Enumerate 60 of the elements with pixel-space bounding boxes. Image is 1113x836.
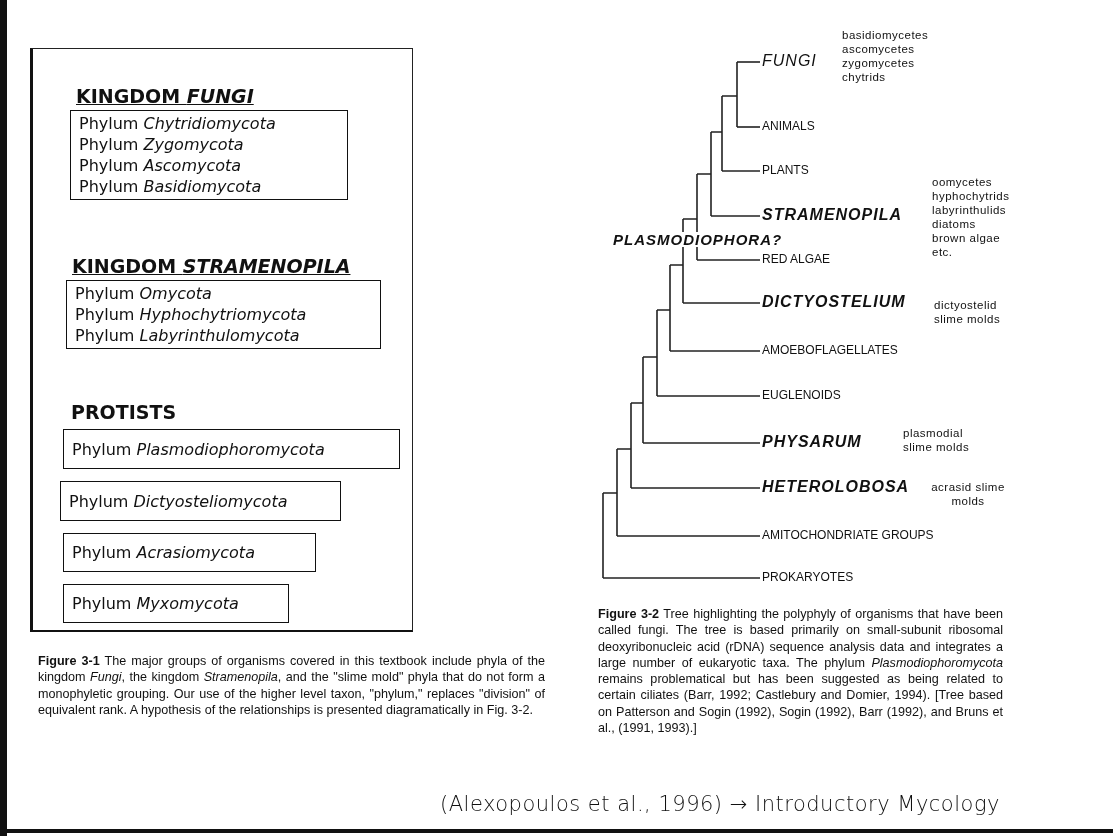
taxon-note: oomycetes xyxy=(932,175,994,189)
phylum-name: Phylum Chytridiomycota xyxy=(79,113,277,134)
taxon-note: diatoms xyxy=(932,217,977,231)
tree-branch xyxy=(616,535,761,537)
taxon-note: basidiomycetes xyxy=(842,28,930,42)
figure-frame xyxy=(30,48,413,632)
phylum-name: Phylum Labyrinthulomycota xyxy=(75,325,301,346)
phylum-name: Phylum Hyphochytriomycota xyxy=(75,304,308,325)
group-heading: PROTISTS xyxy=(71,401,177,423)
tree-branch xyxy=(602,577,761,579)
taxon-label: STRAMENOPILA xyxy=(762,207,902,224)
taxon-label: AMOEBOFLAGELLATES xyxy=(762,344,898,357)
taxon-label: FUNGI xyxy=(762,53,817,70)
taxon-note: brown algae xyxy=(932,231,1002,245)
tree-branch xyxy=(630,487,761,489)
tree-branch xyxy=(721,170,761,172)
taxon-note: acrasid slime molds xyxy=(930,480,1006,508)
phylum-name: Phylum Dictyosteliomycota xyxy=(69,490,288,512)
phylum-box xyxy=(63,533,316,572)
taxon-label: EUGLENOIDS xyxy=(762,389,841,402)
taxon-note: etc. xyxy=(932,245,954,259)
kingdom-heading: KINGDOM FUNGI xyxy=(76,85,255,107)
taxon-label: RED ALGAE xyxy=(762,253,831,266)
tree-branch xyxy=(710,215,761,217)
taxon-note: labyrinthulids xyxy=(932,203,1008,217)
taxon-label: PHYSARUM xyxy=(762,434,862,451)
taxon-note: ascomycetes xyxy=(842,42,916,56)
phylum-name: Phylum Zygomycota xyxy=(79,134,245,155)
taxon-label: DICTYOSTELIUM xyxy=(762,294,906,311)
phylum-box xyxy=(63,584,289,623)
phylum-box xyxy=(60,481,341,521)
taxon-label: PROKARYOTES xyxy=(762,571,854,584)
taxon-note: zygomycetes xyxy=(842,56,916,70)
phylum-name: Phylum Plasmodiophoromycota xyxy=(72,438,325,460)
tree-branch xyxy=(682,302,761,304)
handwritten-note: (Alexopoulos et al., 1996) → Introductory Mycology xyxy=(440,792,1000,816)
phylum-box xyxy=(63,429,400,469)
taxon-label: ANIMALS xyxy=(762,120,815,133)
taxon-note: hyphochytrids xyxy=(932,189,1011,203)
phylum-name: Phylum Myxomycota xyxy=(72,593,239,614)
phylum-name: Phylum Omycota xyxy=(75,283,213,304)
tree-branch xyxy=(736,126,761,128)
taxon-note: chytrids xyxy=(842,70,887,84)
tree-branch xyxy=(696,259,761,261)
phylum-name: Phylum Acrasiomycota xyxy=(72,542,255,563)
taxon-label: HETEROLOBOSA xyxy=(762,479,910,496)
phylum-name: Phylum Basidiomycota xyxy=(79,176,263,197)
taxon-label: AMITOCHONDRIATE GROUPS xyxy=(762,529,934,542)
kingdom-heading: KINGDOM STRAMENOPILA xyxy=(72,255,352,277)
phylum-name: Phylum Ascomycota xyxy=(79,155,243,176)
tree-branch xyxy=(642,442,761,444)
branch-label: PLASMODIOPHORA? xyxy=(612,232,784,247)
tree-branch xyxy=(669,350,761,352)
tree-branch xyxy=(736,61,761,63)
figure-caption: Figure 3-2 Tree highlighting the polyphyly of organisms that have been called fungi. The tree is based primarily on small-subunit ribosomal deoxyribonucleic acid (rDNA) sequence analysis data and integrates a large number of eukaryotic taxa. The phylum Plasmodiophoromycota remains problematical but has been suggested as being related to certain ciliates (Barr, 1992; Castlebury and Domier, 1994). [Tree based on Patterson and Sogin (1992), Sogin (1992), Barr (1992), and Bruns et al., (1991, 1993).] xyxy=(598,606,1003,737)
tree-branch xyxy=(656,395,761,397)
figure-caption: Figure 3-1 The major groups of organisms covered in this textbook include phyla of the kingdom Fungi, the kingdom Stramenopila, and the "slime mold" phyla that do not form a monophyletic grouping. Our use of the higher level taxon, "phylum," replaces "division" of equivalent rank. A hypothesis of the relationships is presented diagramatically in Fig. 3-2. xyxy=(38,653,545,719)
taxon-note: dictyostelid slime molds xyxy=(934,298,1002,326)
taxon-label: PLANTS xyxy=(762,164,809,177)
taxon-note: plasmodial slime molds xyxy=(903,426,971,454)
